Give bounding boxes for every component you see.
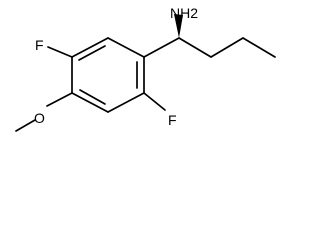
molecule-diagram: NH2 F O F bbox=[15, 5, 276, 132]
propyl-bond-2 bbox=[210, 37, 244, 58]
bond-to-stereocenter bbox=[143, 37, 180, 58]
propyl-bond-3 bbox=[242, 37, 276, 58]
ring-double-bond-3 bbox=[79, 89, 106, 105]
ring-bond-top-left bbox=[71, 37, 109, 58]
ring-double-bond-1 bbox=[78, 45, 106, 61]
ring-bond-bottom-right bbox=[107, 92, 145, 113]
substituent-bonds bbox=[15, 14, 276, 132]
bond-to-oxygen bbox=[46, 92, 73, 107]
bond-to-fluorine-bottom bbox=[143, 92, 166, 111]
propyl-bond-1 bbox=[178, 37, 212, 58]
oxygen-label: O bbox=[34, 110, 45, 126]
fluorine-label-top: F bbox=[35, 37, 44, 53]
ring-bond-top-right bbox=[107, 37, 145, 58]
methoxy-methyl-bond bbox=[15, 119, 36, 132]
ring-bond-bottom-left bbox=[71, 92, 109, 113]
fluorine-label-bottom: F bbox=[168, 112, 177, 128]
benzene-ring bbox=[71, 37, 145, 113]
bond-to-fluorine-top bbox=[47, 46, 73, 58]
amine-label: NH2 bbox=[170, 5, 198, 21]
stereo-wedge-bond bbox=[174, 14, 183, 38]
